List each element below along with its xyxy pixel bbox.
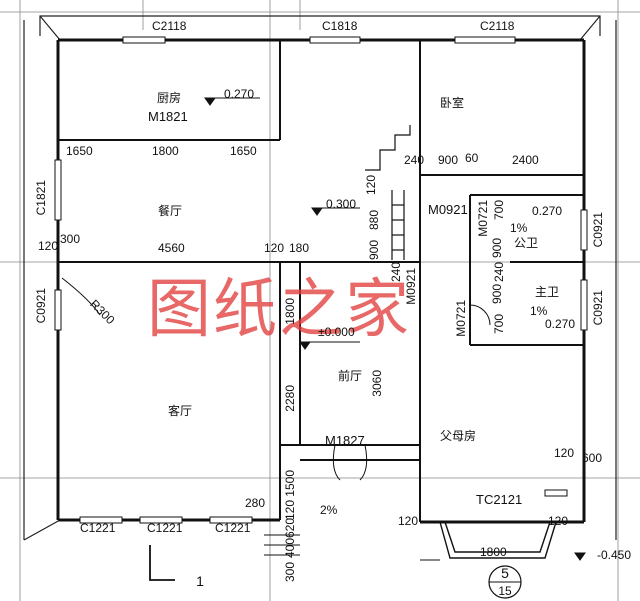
room-wc-pub: 公卫 xyxy=(514,236,539,250)
section-mark xyxy=(149,545,175,581)
window-label-c1221-3: C1221 xyxy=(215,521,251,535)
dim-bed-2400: 2400 xyxy=(512,153,539,167)
dim-entry-300: 300 xyxy=(283,562,297,583)
dim-stair-240: 240 xyxy=(389,262,403,283)
door-label-m1821: M1821 xyxy=(148,109,188,124)
dim-stair-900: 900 xyxy=(367,240,381,261)
room-parents: 父母房 xyxy=(440,429,477,443)
dim-120-dining: 120 xyxy=(264,241,285,255)
dim-wc-900a: 900 xyxy=(490,238,504,259)
slope-wc-main: 1% xyxy=(530,304,548,318)
dim-300: 300 xyxy=(60,232,81,246)
door-label-m0721-main: M0721 xyxy=(454,300,468,337)
dim-1650-right: 1650 xyxy=(230,144,257,158)
window-label-c2118-left: C2118 xyxy=(152,19,187,33)
dim-bay-120: 120 xyxy=(548,514,569,528)
door-label-m0921-foyer: M0921 xyxy=(404,268,418,305)
dim-1800: 1800 xyxy=(152,144,179,158)
window-label-c1818: C1818 xyxy=(322,19,358,33)
dim-parents-600: 600 xyxy=(582,451,603,465)
door-label-m0721-pub: M0721 xyxy=(476,200,490,237)
door-label-m0921-bedroom: M0921 xyxy=(428,202,468,217)
window-label-c1821: C1821 xyxy=(34,180,48,216)
axis-circle-top: 5 xyxy=(501,565,509,581)
dim-foyer-2280: 2280 xyxy=(283,385,297,412)
dim-wc-240: 240 xyxy=(492,262,506,283)
dim-foyer-3060: 3060 xyxy=(370,370,384,397)
room-bedroom: 卧室 xyxy=(440,96,465,110)
dim-entry-400: 400 xyxy=(283,538,297,559)
dim-wc-700a: 700 xyxy=(492,200,506,221)
dim-bed-240: 240 xyxy=(404,153,425,167)
room-foyer: 前厅 xyxy=(338,369,363,383)
room-wc-main: 主卫 xyxy=(535,285,560,299)
slope-porch: 2% xyxy=(320,503,338,517)
interior-walls xyxy=(58,40,584,522)
dim-bed-60: 60 xyxy=(465,151,479,165)
dim-foyer-1800: 1800 xyxy=(283,298,297,325)
slope-wc-pub: 1% xyxy=(510,221,528,235)
level-wc-main: 0.270 xyxy=(545,317,576,331)
room-living: 客厅 xyxy=(168,404,193,418)
dim-entry-620: 620 xyxy=(283,518,297,539)
bay-window xyxy=(439,521,557,559)
dim-120-left: 120 xyxy=(38,239,59,253)
entry-steps xyxy=(264,534,440,561)
dim-1650-left: 1650 xyxy=(66,144,93,158)
level-outside: -0.450 xyxy=(597,548,632,562)
level-stair: 0.300 xyxy=(326,197,357,211)
window-openings xyxy=(54,36,588,524)
axis-label-1: 1 xyxy=(196,573,204,589)
window-label-c0921-right-upper: C0921 xyxy=(591,212,605,248)
level-markers xyxy=(204,97,586,561)
stair xyxy=(365,125,411,260)
dim-stair-880: 880 xyxy=(367,210,381,231)
dim-180: 180 xyxy=(289,241,310,255)
window-label-tc2121: TC2121 xyxy=(476,492,523,507)
window-label-c2118-right: C2118 xyxy=(480,19,515,33)
level-wc-pub: 0.270 xyxy=(532,204,563,218)
level-foyer: ±0.000 xyxy=(318,325,355,339)
door-label-m1827: M1827 xyxy=(325,433,365,448)
level-kitchen: 0.270 xyxy=(224,87,255,101)
room-kitchen: 厨房 xyxy=(157,91,182,105)
dim-4560: 4560 xyxy=(158,241,185,255)
roof-eave-outline xyxy=(23,15,617,541)
dim-wc-700b: 700 xyxy=(492,314,506,335)
dim-bay-1800: 1800 xyxy=(480,545,507,559)
door-swings xyxy=(61,277,491,481)
window-label-c0921-left: C0921 xyxy=(34,288,48,324)
dim-entry-1500: 1500 xyxy=(283,470,297,497)
dim-living-280: 280 xyxy=(245,496,266,510)
watermark: 图纸之家 xyxy=(147,273,411,347)
dim-parents-120: 120 xyxy=(554,446,575,460)
dim-entry-120b: 120 xyxy=(398,514,419,528)
axis-circle-bottom: 15 xyxy=(498,584,512,598)
dim-stair-120: 120 xyxy=(364,175,378,196)
window-label-c1221-2: C1221 xyxy=(147,521,183,535)
dim-wc-900b: 900 xyxy=(490,284,504,305)
window-label-c1221-1: C1221 xyxy=(80,521,116,535)
room-dining: 餐厅 xyxy=(158,204,183,218)
window-label-c0921-right-lower: C0921 xyxy=(591,290,605,326)
dim-bed-900: 900 xyxy=(438,153,459,167)
